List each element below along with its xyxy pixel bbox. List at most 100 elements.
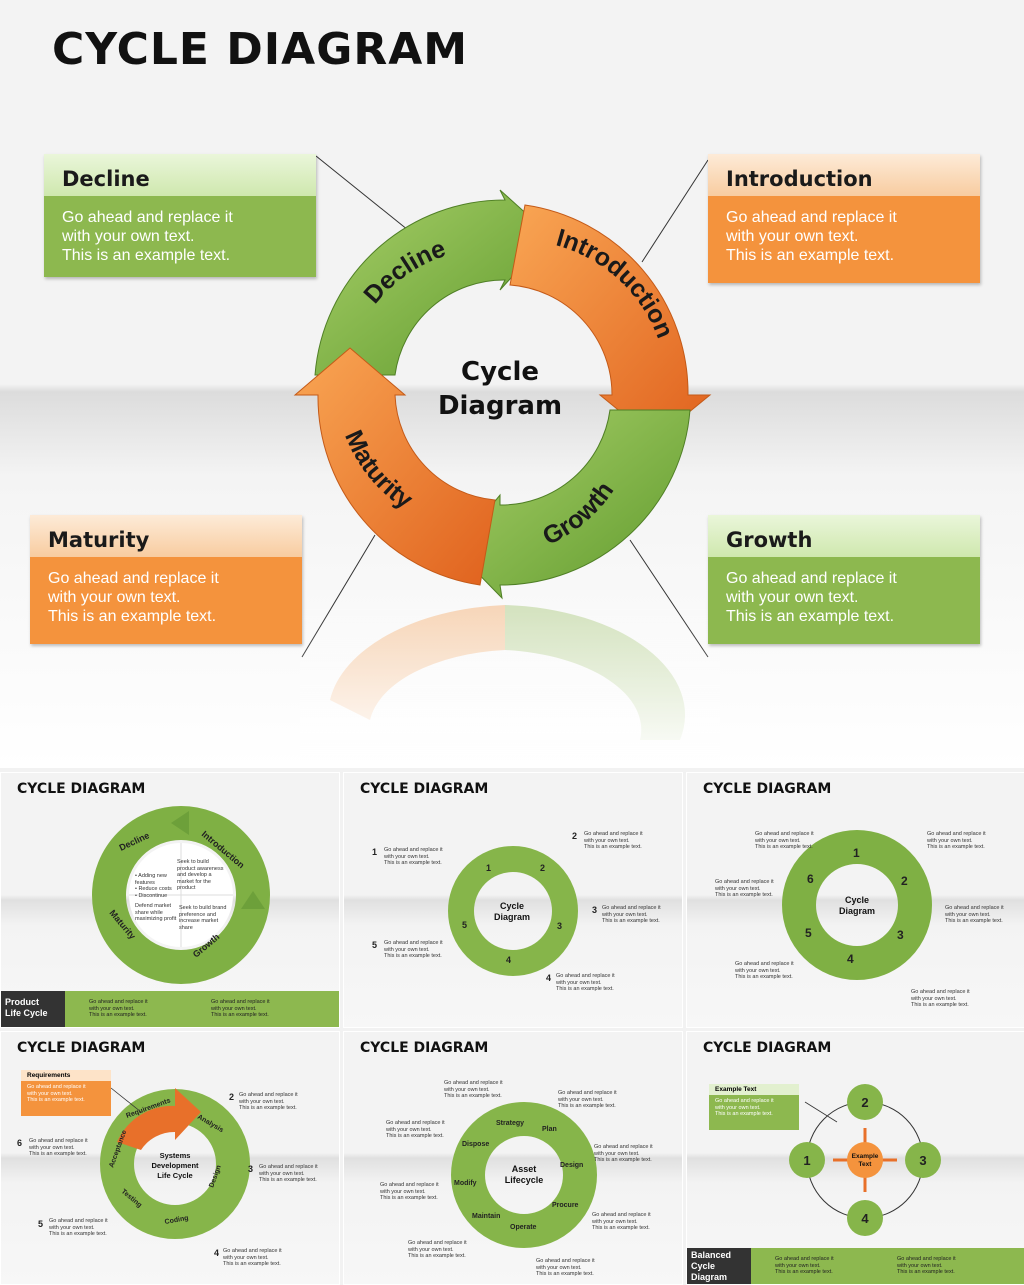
callout-decline: Decline Go ahead and replace it with you… (44, 154, 316, 277)
callout-line: Go ahead and replace it (62, 209, 233, 226)
step-text: Go ahead and replace it with your own te… (408, 1240, 467, 1259)
callout-line: This is an example text. (62, 247, 231, 264)
step-text: Go ahead and replace it with your own te… (927, 831, 986, 850)
svg-text:Systems: Systems (160, 1151, 191, 1160)
svg-text:Development: Development (151, 1161, 199, 1170)
thumbnail-footer: Product Life Cycle Go ahead and replace … (1, 991, 339, 1027)
thumbnail-diagram: Cycle Diagram 1 2 3 4 5 6 (782, 830, 932, 980)
step-number: 3 (919, 1153, 926, 1168)
thumb-inner-text: Seek to build brand preference and incre… (179, 905, 227, 931)
thumb-inner-text: Seek to build product awareness and deve… (177, 859, 224, 891)
svg-text:6: 6 (17, 1138, 22, 1148)
callout-line: This is an example text. (726, 247, 895, 264)
callout-heading: Decline (44, 154, 316, 196)
step-number: 3 (557, 921, 562, 931)
step-text: Go ahead and replace it with your own te… (223, 1248, 282, 1267)
thumb-arc-label: Strategy (496, 1120, 524, 1127)
svg-text:4: 4 (214, 1248, 219, 1258)
callout-body: Go ahead and replace it with your own te… (708, 557, 980, 644)
center-label-line2: Diagram (438, 391, 562, 421)
hero-slide: CYCLE DIAGRAM (0, 0, 1024, 768)
callout-line: with your own text. (62, 228, 195, 245)
svg-text:3: 3 (248, 1164, 253, 1174)
footer-text: Go ahead and replace it with your own te… (897, 1256, 956, 1275)
introduction-arrow (509, 204, 712, 441)
connector-line (315, 155, 409, 231)
thumbnail-title: CYCLE DIAGRAM (703, 1040, 832, 1056)
step-text: Go ahead and replace it with your own te… (755, 831, 814, 850)
thumbnail-asset-lifecycle[interactable]: CYCLE DIAGRAM Asset Lifecycle Strategy P… (343, 1031, 683, 1285)
svg-text:Diagram: Diagram (839, 906, 875, 916)
callout-heading: Growth (708, 515, 980, 557)
thumbnail-title: CYCLE DIAGRAM (17, 781, 146, 797)
box-text: Go ahead and replace it with your own te… (27, 1084, 86, 1103)
callout-line: Go ahead and replace it (726, 209, 897, 226)
thumbnail-diagram: Example Text 1 2 3 4 (789, 1084, 941, 1236)
step-text: Go ahead and replace it with your own te… (594, 1144, 653, 1163)
thumbnail-sdlc[interactable]: CYCLE DIAGRAM Systems Development Life C… (0, 1031, 340, 1285)
callout-introduction: Introduction Go ahead and replace it wit… (708, 154, 980, 283)
svg-text:4: 4 (546, 973, 551, 983)
svg-text:Life Cycle: Life Cycle (157, 1171, 192, 1180)
step-text: Go ahead and replace it with your own te… (384, 940, 443, 959)
thumbnail-diagram: Decline Introduction Growth Maturity (92, 806, 270, 984)
growth-arrow (454, 409, 691, 600)
callout-line: This is an example text. (726, 608, 895, 625)
step-text: Go ahead and replace it with your own te… (384, 847, 443, 866)
thumb-arc-label: Coding (164, 1215, 189, 1226)
thumbnail-diagram: Systems Development Life Cycle Requireme… (17, 1087, 253, 1258)
thumbnail-balanced-cycle[interactable]: CYCLE DIAGRAM Example Text 1 2 3 4 Examp… (686, 1031, 1024, 1285)
step-number: 1 (803, 1153, 810, 1168)
diagram-reflection (300, 600, 720, 768)
step-text: Go ahead and replace it with your own te… (49, 1218, 108, 1237)
center-label-line1: Cycle (461, 357, 539, 387)
callout-line: Go ahead and replace it (48, 570, 219, 587)
box-title: Requirements (21, 1070, 111, 1081)
thumbnail-six-step[interactable]: CYCLE DIAGRAM Cycle Diagram 1 2 3 4 5 6 … (686, 772, 1024, 1028)
svg-text:Text: Text (859, 1161, 873, 1168)
thumb-inner-text: • Adding new features • Reduce costs • D… (135, 873, 172, 899)
step-text: Go ahead and replace it with your own te… (536, 1258, 595, 1277)
svg-text:5: 5 (38, 1219, 43, 1229)
callout-growth: Growth Go ahead and replace it with your… (708, 515, 980, 644)
thumb-arc-label: Maintain (472, 1213, 500, 1220)
svg-text:Lifecycle: Lifecycle (505, 1175, 544, 1185)
step-text: Go ahead and replace it with your own te… (29, 1138, 88, 1157)
thumb-arc-label: Plan (542, 1126, 557, 1133)
callout-body: Go ahead and replace it with your own te… (44, 196, 316, 277)
step-number: 3 (897, 928, 904, 942)
step-number: 5 (462, 920, 467, 930)
step-text: Go ahead and replace it with your own te… (911, 989, 970, 1008)
footer-text: Go ahead and replace it with your own te… (775, 1256, 834, 1275)
step-number: 6 (807, 872, 814, 886)
svg-text:Example: Example (852, 1153, 879, 1160)
step-number: 5 (805, 926, 812, 940)
step-number: 2 (540, 863, 545, 873)
step-text: Go ahead and replace it with your own te… (715, 879, 774, 898)
thumb-arc-label: Design (560, 1162, 583, 1169)
svg-text:2: 2 (572, 831, 577, 841)
requirements-box: Requirements Go ahead and replace it wit… (21, 1070, 111, 1116)
thumbnail-title: CYCLE DIAGRAM (17, 1040, 146, 1056)
callout-line: with your own text. (726, 589, 859, 606)
step-text: Go ahead and replace it with your own te… (239, 1092, 298, 1111)
footer-label: Product Life Cycle (1, 991, 65, 1027)
callout-body: Go ahead and replace it with your own te… (30, 557, 302, 644)
thumbnail-footer: Balanced Cycle Diagram Go ahead and repl… (687, 1248, 1024, 1284)
footer-text: Go ahead and replace it with your own te… (89, 999, 148, 1018)
step-number: 1 (486, 863, 491, 873)
step-text: Go ahead and replace it with your own te… (584, 831, 643, 850)
thumbnail-product-life-cycle[interactable]: CYCLE DIAGRAM Decline Introduction Growt… (0, 772, 340, 1028)
thumb-arc-label: Dispose (462, 1141, 489, 1148)
step-text: Go ahead and replace it with your own te… (380, 1182, 439, 1201)
step-text: Go ahead and replace it with your own te… (602, 905, 661, 924)
svg-text:2: 2 (229, 1092, 234, 1102)
step-text: Go ahead and replace it with your own te… (556, 973, 615, 992)
thumbnail-five-step[interactable]: CYCLE DIAGRAM Cycle Diagram 1 2 3 4 5 1 … (343, 772, 683, 1028)
box-title: Example Text (709, 1084, 799, 1095)
step-number: 4 (861, 1211, 869, 1226)
svg-text:Diagram: Diagram (494, 912, 530, 922)
callout-line: with your own text. (48, 589, 181, 606)
callout-heading: Introduction (708, 154, 980, 196)
step-number: 4 (847, 952, 854, 966)
